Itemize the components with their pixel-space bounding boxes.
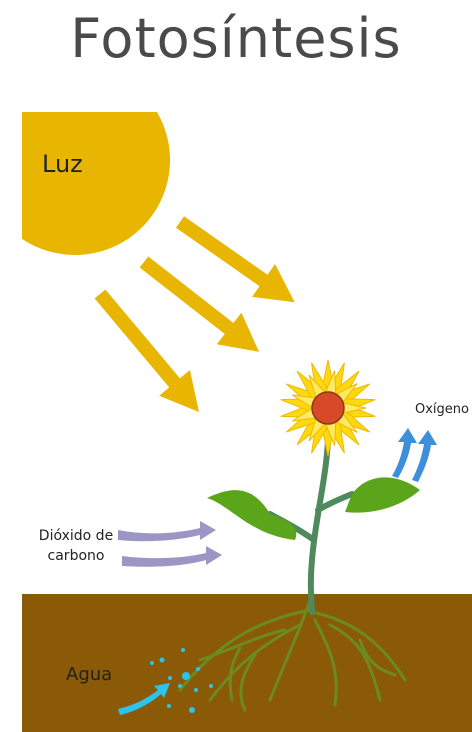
water-arrow [118,683,170,715]
oxygen-arrows [392,428,437,482]
co2-arrow-2 [122,546,222,567]
co2-arrow-1 [118,521,216,542]
co2-arrows [118,521,222,567]
sunlight-arrows [94,216,295,412]
light-label: Luz [42,150,83,178]
oxygen-label: Oxígeno [415,402,469,417]
roots [178,598,407,712]
water-label: Agua [66,664,113,685]
oxygen-arrow-1 [392,428,417,478]
diagram-title: Fotosíntesis [70,7,402,70]
soil [22,594,472,732]
sunlight-arrow-2 [139,256,260,352]
co2-label: Dióxido de carbono [28,526,124,566]
sunlight-arrow-3 [94,289,199,412]
sunflower [280,359,376,457]
co2-label-line1: Dióxido de [38,528,114,544]
leaf-right [345,477,420,513]
oxygen-arrow-2 [412,430,437,482]
leaf-left [207,490,297,540]
water-droplets [150,648,213,713]
sunlight-arrow-1 [175,216,295,303]
flower-center [311,391,345,425]
sun [22,112,170,255]
co2-label-line2: carbono [47,548,105,564]
